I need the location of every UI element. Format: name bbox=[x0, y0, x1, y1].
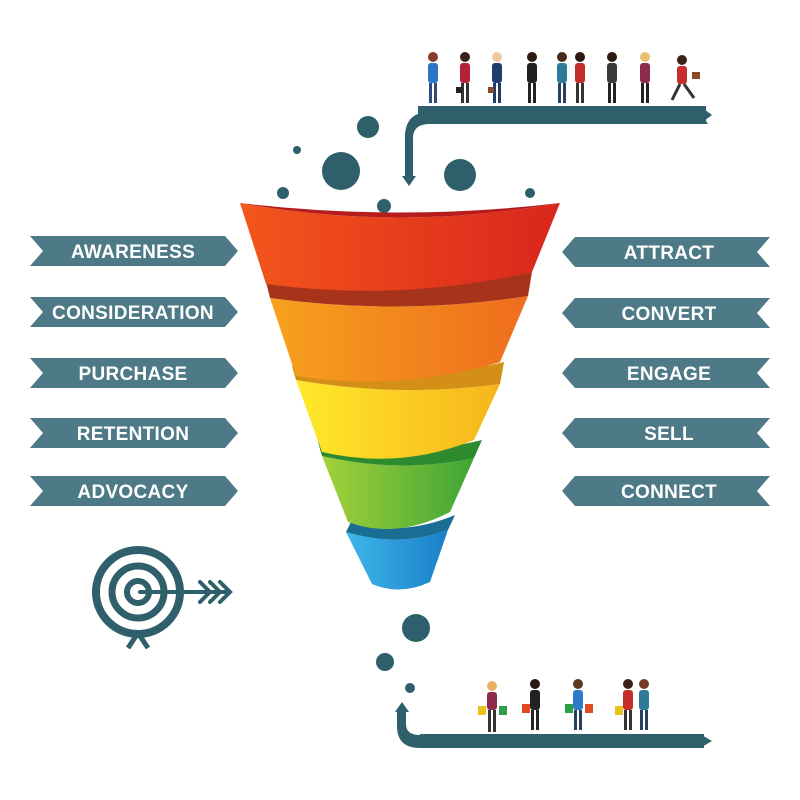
right-stage-label: ATTRACT bbox=[624, 243, 714, 264]
left-stage-banner: CONSIDERATION bbox=[30, 297, 238, 327]
briefcase-icon bbox=[456, 87, 462, 93]
left-stage-label: RETENTION bbox=[77, 424, 189, 445]
person-icon bbox=[488, 52, 502, 103]
left-stage-banner: RETENTION bbox=[30, 418, 238, 448]
person-icon bbox=[575, 52, 585, 103]
right-stage-label: CONVERT bbox=[622, 304, 717, 325]
person-icon bbox=[557, 52, 567, 103]
top-walkway-arrow bbox=[700, 106, 712, 124]
person-icon bbox=[640, 52, 650, 103]
target-icon bbox=[92, 546, 184, 650]
shopping-bag-icon bbox=[522, 704, 530, 713]
arrow-icon bbox=[138, 580, 233, 604]
bottom-walkway-people bbox=[478, 679, 649, 732]
funnel-layer-blue bbox=[346, 530, 448, 590]
person-icon bbox=[428, 52, 438, 103]
bubbles-top bbox=[277, 116, 535, 213]
person-icon bbox=[456, 52, 470, 103]
top-walkway bbox=[418, 106, 706, 124]
funnel-layer-yellow bbox=[296, 380, 500, 459]
right-stage-label: ENGAGE bbox=[627, 364, 711, 385]
person-icon bbox=[639, 679, 649, 730]
left-stage-list: AWARENESS CONSIDERATION PURCHASE RETENTI… bbox=[30, 236, 238, 506]
shopping-bag-icon bbox=[499, 706, 507, 715]
bottom-walkway-arrow bbox=[700, 734, 712, 748]
person-icon bbox=[615, 679, 633, 730]
right-stage-label: SELL bbox=[644, 424, 694, 445]
person-icon bbox=[478, 681, 507, 732]
shopping-bag-icon bbox=[565, 704, 573, 713]
person-icon bbox=[670, 55, 700, 101]
bubbles-bottom bbox=[376, 614, 430, 693]
left-stage-label: ADVOCACY bbox=[77, 482, 188, 503]
left-stage-label: AWARENESS bbox=[71, 242, 195, 263]
person-icon bbox=[522, 679, 540, 730]
right-stage-banner: CONVERT bbox=[562, 298, 770, 328]
shopping-bag-icon bbox=[478, 706, 486, 715]
funnel-layer-orange bbox=[270, 296, 528, 382]
right-stage-banner: ATTRACT bbox=[562, 237, 770, 267]
shopping-bag-icon bbox=[585, 704, 593, 713]
left-stage-label: CONSIDERATION bbox=[52, 303, 214, 324]
right-stage-banner: ENGAGE bbox=[562, 358, 770, 388]
left-stage-label: PURCHASE bbox=[78, 364, 187, 385]
person-icon bbox=[607, 52, 617, 103]
right-stage-label: CONNECT bbox=[621, 482, 717, 503]
right-stage-banner: CONNECT bbox=[562, 476, 770, 506]
funnel-layer-red bbox=[240, 203, 560, 291]
left-stage-banner: ADVOCACY bbox=[30, 476, 238, 506]
person-icon bbox=[527, 52, 537, 103]
top-walkway-people bbox=[428, 52, 700, 103]
left-stage-banner: AWARENESS bbox=[30, 236, 238, 266]
right-stage-list: ATTRACT CONVERT ENGAGE SELL CONNECT bbox=[562, 237, 770, 506]
briefcase-icon bbox=[488, 87, 494, 93]
right-stage-banner: SELL bbox=[562, 418, 770, 448]
funnel bbox=[240, 203, 560, 590]
bottom-walkway bbox=[420, 734, 704, 748]
left-stage-banner: PURCHASE bbox=[30, 358, 238, 388]
shopping-bag-icon bbox=[615, 706, 623, 715]
person-icon bbox=[565, 679, 593, 730]
briefcase-icon bbox=[692, 72, 700, 79]
funnel-layer-green bbox=[322, 456, 474, 530]
